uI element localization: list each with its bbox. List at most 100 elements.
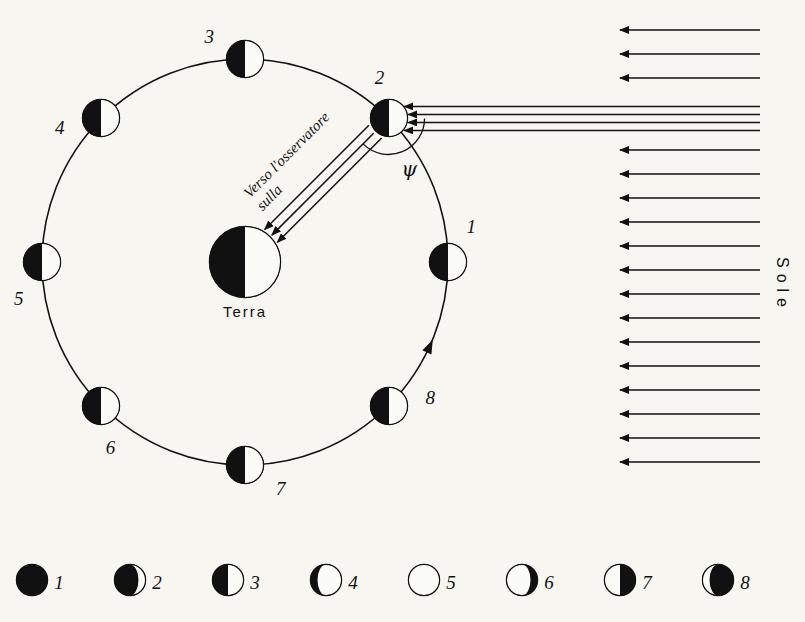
lit-side [703, 565, 718, 596]
sun-ray [620, 221, 760, 222]
dark-side [604, 564, 636, 596]
disc-outline [370, 100, 407, 137]
phase-disc [407, 563, 441, 597]
disc-outline [370, 387, 407, 424]
sun-ray [404, 106, 760, 107]
phase-disc [701, 563, 735, 597]
earth-globe: Terra [208, 225, 282, 299]
lit-side-group [448, 244, 466, 281]
moon-phase-icon: 8 [701, 563, 735, 597]
callout-number: 2 [375, 67, 385, 86]
sun-ray [620, 293, 760, 294]
moon-phase: 4 [81, 98, 121, 138]
dark-side [702, 564, 734, 596]
callout-number: 4 [348, 573, 358, 592]
sun-ray [620, 197, 760, 198]
lit-side [389, 100, 407, 137]
lit-side [245, 227, 280, 298]
lit-side-group [409, 565, 440, 596]
dark-side [82, 99, 120, 137]
lit-side [448, 244, 466, 281]
phase-disc [369, 386, 409, 426]
callout-number: 4 [55, 118, 65, 137]
lit-side [409, 565, 440, 596]
phase-disc [208, 225, 282, 299]
dark-side [23, 243, 61, 281]
callout-number: 5 [14, 288, 24, 307]
callout-number: 7 [276, 479, 286, 498]
dark-side [408, 564, 440, 596]
moon-phase-icon: 7 [603, 563, 637, 597]
moon-phase-icon: 6 [505, 563, 539, 597]
sun-ray [620, 341, 760, 342]
phase-disc [225, 445, 265, 485]
disc-outline [114, 564, 145, 595]
dark-side [310, 564, 342, 596]
disc-outline [16, 564, 47, 595]
moon-phase-icon: 3 [211, 563, 245, 597]
node-label: Terra [223, 304, 267, 319]
direction-note: Verso l'osservatore sulla [239, 89, 363, 213]
disc-outline [702, 564, 733, 595]
lit-side-group [130, 565, 145, 596]
lit-side [42, 244, 60, 281]
dark-side [506, 564, 538, 596]
sun-label: Sole [774, 257, 790, 313]
lit-side-group [245, 227, 280, 298]
phase-disc [15, 563, 49, 597]
disc-outline [226, 446, 263, 483]
moon-phase: 6 [81, 386, 121, 426]
sun-ray [620, 149, 760, 150]
callout-number: 5 [446, 573, 456, 592]
lit-side [101, 100, 119, 137]
orbit-circle [42, 59, 448, 465]
lit-side-group [389, 387, 407, 424]
dark-side [16, 564, 48, 596]
callout-number: 3 [204, 26, 214, 45]
callout-number: 2 [152, 573, 162, 592]
moon-phase: 8 [369, 386, 409, 426]
sun-ray [620, 77, 760, 78]
phase-disc [81, 98, 121, 138]
sun-ray [620, 269, 760, 270]
lit-side-group [228, 565, 243, 596]
lit-side [101, 387, 119, 424]
disc-outline [83, 100, 120, 137]
callout-number: 8 [740, 573, 750, 592]
sun-ray [408, 114, 760, 115]
disc-outline [212, 564, 243, 595]
lit-side [389, 387, 407, 424]
phase-disc [428, 242, 468, 282]
moon-phase: 3 [225, 39, 265, 79]
sun-ray [620, 245, 760, 246]
disc-outline [310, 564, 341, 595]
lit-side-group [101, 100, 119, 137]
sun-ray [620, 461, 760, 462]
lit-side [245, 447, 263, 484]
dark-side [429, 243, 467, 281]
moon-phase-icon: 5 [407, 563, 441, 597]
sun-ray [620, 173, 760, 174]
sun-ray [620, 317, 760, 318]
callout-number: 1 [466, 217, 476, 236]
lit-side-group [605, 565, 620, 596]
dark-side [370, 99, 408, 137]
sun-ray [620, 389, 760, 390]
phase-disc [113, 563, 147, 597]
dark-side [226, 446, 264, 484]
moon-phase: 5 [22, 242, 62, 282]
sun-ray [620, 365, 760, 366]
lit-side [130, 565, 145, 596]
sun-ray [404, 130, 760, 131]
sun-ray [620, 53, 760, 54]
moon-phase-icon: 1 [15, 563, 49, 597]
orbit-direction-arrow [422, 340, 432, 355]
callout-number: 8 [426, 387, 436, 406]
lit-side-group [245, 447, 263, 484]
sun-ray [620, 413, 760, 414]
sun-ray [620, 437, 760, 438]
disc-outline [83, 387, 120, 424]
dark-side [82, 387, 120, 425]
